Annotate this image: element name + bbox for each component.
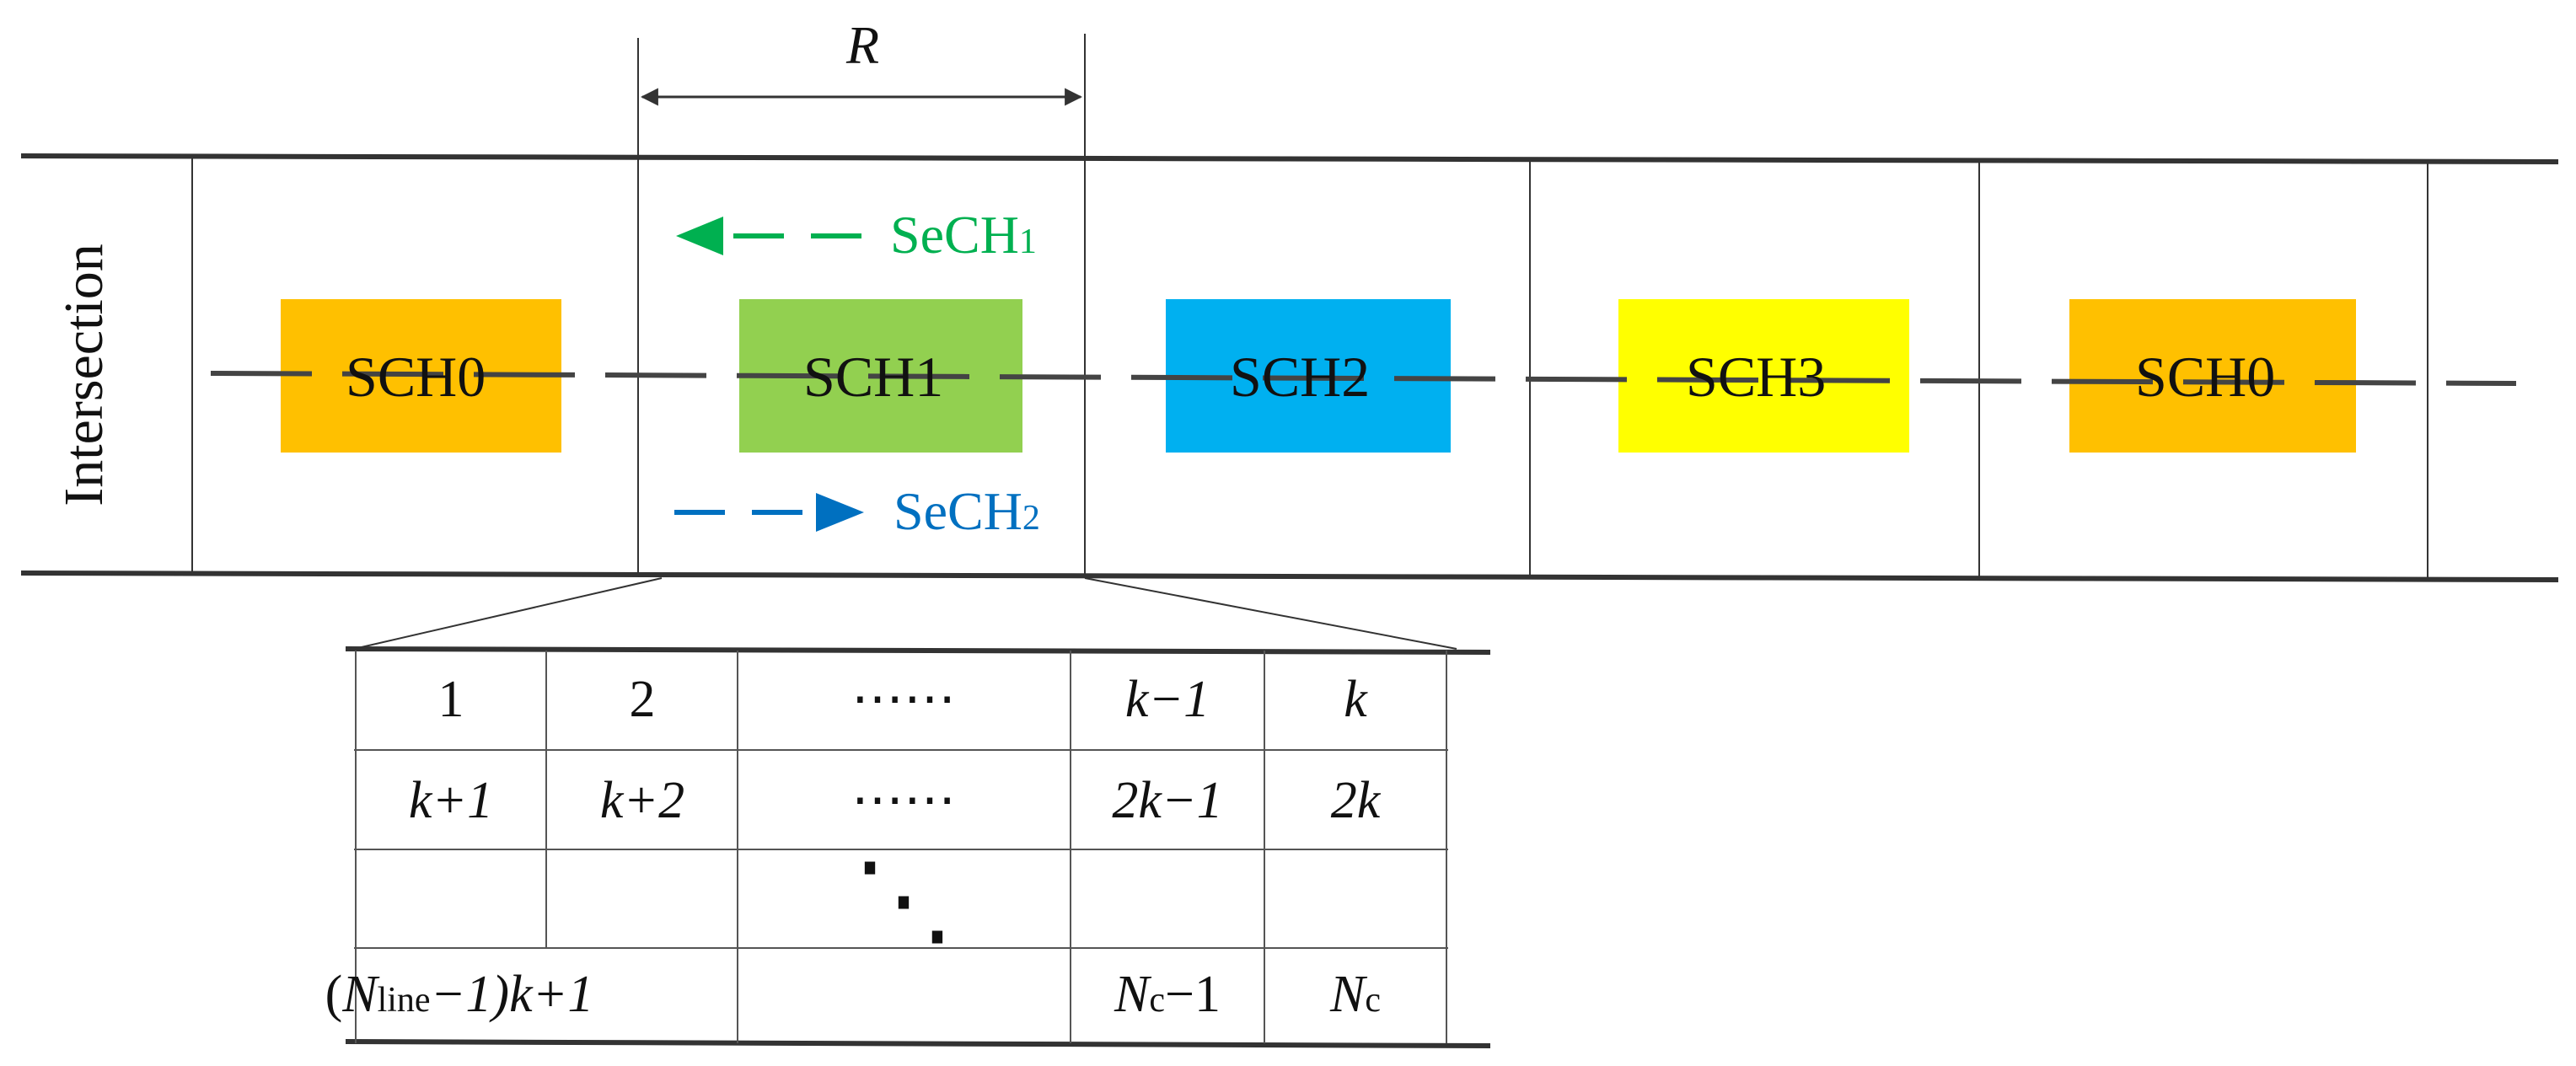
grid-r4c5-var: N — [1329, 966, 1366, 1023]
sech2-label: SeCH2 — [894, 485, 1040, 538]
grid-cell-r2c4: 2k−1 — [1112, 772, 1223, 829]
sech2-arrowhead — [816, 493, 864, 532]
grid-cell-r2c2: k+2 — [599, 772, 685, 829]
grid-r4c1-prefix: ( — [325, 966, 343, 1023]
grid-r4c4-var: N — [1114, 966, 1150, 1023]
road-bottom-edge — [20, 570, 2559, 582]
sech2-subscript: 2 — [1022, 499, 1040, 538]
grid-r4c4-suffix: −1 — [1165, 966, 1221, 1023]
road-top-edge — [20, 153, 2559, 164]
grid-cell-r4c5: Nc — [1330, 968, 1381, 1020]
grid-diagonal-dots: ⋱ — [853, 844, 954, 956]
grid-cell-r2c1: k+1 — [408, 772, 494, 829]
grid-cell-r2c3: ⋯⋯ — [851, 772, 956, 829]
grid-r4c1-suffix: −1)k+1 — [430, 966, 594, 1023]
segment-rect-3 — [1618, 299, 1909, 453]
grid-r4c4-sub: c — [1149, 981, 1166, 1020]
grid-r4c5-sub: c — [1365, 981, 1382, 1020]
r-width-label: R — [846, 15, 880, 75]
segment-label-3: SCH3 — [1686, 345, 1827, 409]
intersection-label: Intersection — [53, 244, 115, 506]
segment-rect-4 — [2069, 299, 2356, 453]
sech2-name: SeCH — [894, 481, 1022, 541]
grid-cell-r4c1: (Nline−1)k+1 — [325, 968, 594, 1020]
road-center-dashed-line — [210, 371, 2517, 386]
segment-label-4: SCH0 — [2135, 345, 2276, 409]
grid-r4c1-sub: line — [377, 981, 431, 1020]
sech1-name: SeCH — [890, 205, 1019, 265]
grid-cell-r2c5: 2k — [1330, 772, 1381, 829]
segment-label-1: SCH1 — [803, 345, 944, 409]
grid-cell-r1c5: k — [1344, 671, 1367, 728]
sech1-arrowhead — [676, 217, 723, 255]
segment-label-0: SCH0 — [346, 345, 486, 409]
grid-cell-r1c2: 2 — [629, 671, 656, 728]
grid-top-border — [345, 646, 1491, 655]
grid-r4c1-var: N — [342, 966, 378, 1023]
zoom-line-left — [353, 577, 663, 650]
grid-cell-r1c1: 1 — [437, 671, 464, 728]
segment-label-2: SCH2 — [1230, 345, 1371, 409]
grid-bottom-border — [345, 1039, 1491, 1048]
sech1-subscript: 1 — [1018, 222, 1037, 261]
grid-cell-r1c3: ⋯⋯ — [851, 671, 956, 728]
grid-cell-r4c4: Nc−1 — [1114, 968, 1221, 1020]
grid-cell-r1c4: k−1 — [1124, 671, 1210, 728]
sech1-label: SeCH1 — [890, 208, 1037, 262]
zoom-line-right — [1084, 577, 1457, 650]
